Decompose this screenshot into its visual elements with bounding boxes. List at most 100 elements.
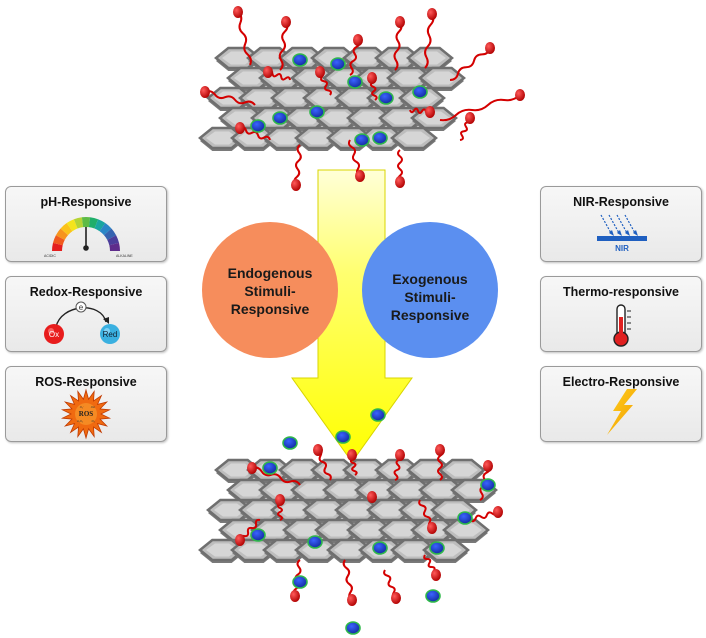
polymer-tip (290, 590, 300, 602)
hex-face (426, 71, 458, 85)
redox-responsive-card: Redox-Responsive e Ox Red (5, 276, 167, 352)
hex-face (426, 483, 458, 497)
hex-face (234, 71, 266, 85)
drug-molecule (425, 589, 441, 603)
lightning-icon (607, 389, 637, 435)
ros-small-4: ¹O₂ (91, 419, 95, 423)
redox-responsive-title: Redox-Responsive (29, 285, 143, 299)
nir-responsive-card: NIR-Responsive NIR (540, 186, 702, 262)
hex-face (406, 503, 438, 517)
gauge-segment (73, 217, 84, 229)
drug-molecule (354, 133, 370, 147)
thermo-responsive-title: Thermo-responsive (562, 285, 679, 299)
drug-molecule (335, 430, 351, 444)
hex-face (206, 131, 238, 145)
hex-face (354, 523, 386, 537)
polymer-tip (235, 122, 245, 134)
hex-face (278, 503, 310, 517)
gauge-segment (94, 219, 106, 232)
polymer-tip (425, 106, 435, 118)
drug-molecule (370, 408, 386, 422)
hex-face (238, 543, 270, 557)
hex-face (446, 463, 478, 477)
hex-face (334, 543, 366, 557)
hex-face (398, 543, 430, 557)
polymer-tip (291, 179, 301, 191)
exogenous-circle (362, 222, 498, 358)
hex-face (310, 91, 342, 105)
nir-bar-label: NIR (615, 244, 629, 253)
polymer-chain (278, 21, 289, 71)
drug-molecule (307, 535, 323, 549)
hex-face (322, 523, 354, 537)
hex-face (450, 523, 482, 537)
gauge-segment (66, 219, 78, 232)
hex-face (234, 483, 266, 497)
polymer-tip (465, 112, 475, 124)
hex-face (238, 131, 270, 145)
ph-responsive-card: pH-Responsive ACIDIC ALKALINE (5, 186, 167, 262)
hex-face (226, 111, 258, 125)
hex-face (258, 523, 290, 537)
gauge-segment (88, 217, 99, 229)
drug-molecule (292, 575, 308, 589)
ros-small-2: ·OH (90, 405, 95, 409)
polymer-drug-top (200, 6, 525, 191)
hex-face (246, 503, 278, 517)
polymer-tip (233, 6, 243, 18)
drug-molecule (262, 461, 278, 475)
ros-responsive-card: ROS-Responsive ROS ·O₂⁻ ·OH H₂O₂ ¹O₂ (5, 366, 167, 442)
drug-molecule (272, 111, 288, 125)
hex-face (246, 91, 278, 105)
hex-face (302, 131, 334, 145)
nir-light-icon: NIR (597, 214, 647, 253)
polymer-chain (251, 466, 301, 486)
gauge-segment (81, 217, 91, 228)
drug-molecule (378, 91, 394, 105)
drug-molecule (412, 85, 428, 99)
electron-label: e (79, 303, 84, 312)
hex-face (350, 463, 382, 477)
polymer-chain (349, 39, 361, 76)
gauge-segment (52, 235, 65, 246)
hex-face (226, 523, 258, 537)
polymer-tip (435, 444, 445, 456)
hex-face (394, 71, 426, 85)
endogenous-circle (202, 222, 338, 358)
polymer-tip (483, 460, 493, 472)
polymer-tip (263, 66, 273, 78)
polymer-tip (281, 16, 291, 28)
hex-face (266, 483, 298, 497)
red-label: Red (103, 330, 118, 339)
hex-face (214, 503, 246, 517)
hex-face (222, 51, 254, 65)
hex-face (330, 483, 362, 497)
polymer-tip (485, 42, 495, 54)
gauge-hub (83, 245, 89, 251)
hex-face (222, 463, 254, 477)
hex-face (206, 543, 238, 557)
hex-face (342, 503, 374, 517)
gauge-segment (55, 228, 69, 240)
polymer-tip (367, 491, 377, 503)
hex-face (270, 131, 302, 145)
ros-small-3: H₂O₂ (77, 419, 83, 423)
gauge-segment (52, 242, 63, 251)
gauge-segment (60, 223, 73, 236)
polymer-tip (200, 86, 210, 98)
drug-molecule (250, 528, 266, 542)
gauge-segment (103, 228, 117, 240)
drug-molecule (330, 57, 346, 71)
ros-star-core (75, 403, 97, 425)
hex-face (290, 523, 322, 537)
hex-face (386, 111, 418, 125)
hex-face (382, 51, 414, 65)
polymer-tip (315, 66, 325, 78)
redox-cycle-icon: e Ox Red (44, 301, 120, 344)
polymer-tip (347, 449, 357, 461)
ros-responsive-title: ROS-Responsive (35, 375, 137, 389)
polymer-tip (247, 462, 257, 474)
polymer-chain (204, 90, 256, 106)
